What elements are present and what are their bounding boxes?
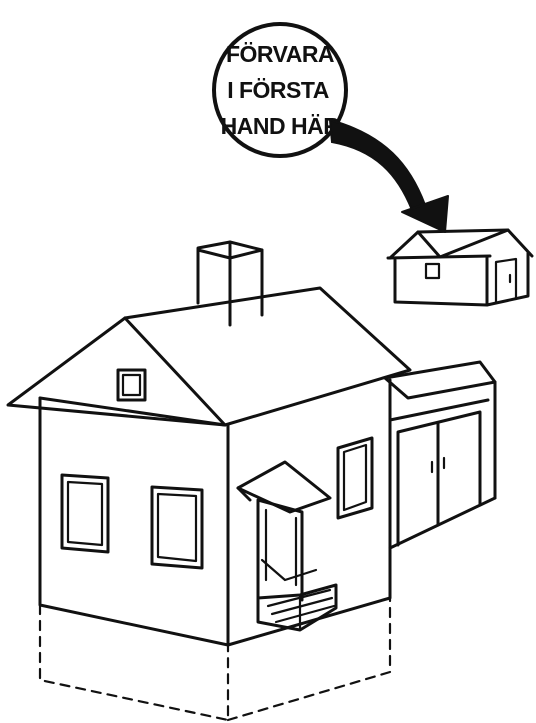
foundation-front xyxy=(38,603,230,722)
roof-eave-left xyxy=(38,396,227,427)
arrow xyxy=(328,118,449,233)
garage xyxy=(383,360,497,550)
shed-window xyxy=(424,262,441,280)
garage-roof xyxy=(383,360,497,400)
window-middle-inner xyxy=(156,492,198,563)
porch-canopy xyxy=(236,460,332,514)
window-side xyxy=(336,436,374,520)
garage-base xyxy=(388,496,497,550)
callout-line-1: FÖRVARA xyxy=(226,41,334,67)
chimney-top-edge-2 xyxy=(228,248,264,260)
attic-window-inner xyxy=(121,373,142,397)
house xyxy=(6,240,412,722)
porch-canopy-edge xyxy=(236,486,252,502)
shed-roof-ridge xyxy=(416,228,510,259)
callout-bubble: FÖRVARA I FÖRSTA HAND HÄR xyxy=(212,22,348,158)
porch-railing xyxy=(260,558,318,582)
garage-header xyxy=(388,398,490,422)
porch-door-frame xyxy=(256,498,304,602)
window-left-inner xyxy=(66,480,104,547)
callout-line-2: I FÖRSTA xyxy=(227,77,329,103)
storage-shed xyxy=(386,228,534,307)
foundation-side xyxy=(226,596,392,722)
chimney-top-edge xyxy=(196,248,232,260)
step-line-2 xyxy=(270,596,334,616)
roof-hip xyxy=(123,316,227,427)
roof xyxy=(6,286,412,427)
callout-circle xyxy=(212,22,348,158)
window-left xyxy=(60,473,110,554)
gable-wall xyxy=(38,396,230,647)
shed-door xyxy=(494,257,518,305)
arrow-head xyxy=(401,195,449,233)
arrow-shaft xyxy=(328,118,427,212)
attic-window xyxy=(116,368,147,402)
shed-front-wall xyxy=(393,255,489,307)
step-line-3 xyxy=(274,604,336,624)
window-side-inner xyxy=(342,443,368,512)
callout-line-3: HAND HÄR xyxy=(221,113,341,139)
shed-side-wall xyxy=(485,251,530,307)
shed-eave xyxy=(386,254,492,260)
window-middle xyxy=(150,485,204,570)
shed-roof xyxy=(388,228,534,260)
